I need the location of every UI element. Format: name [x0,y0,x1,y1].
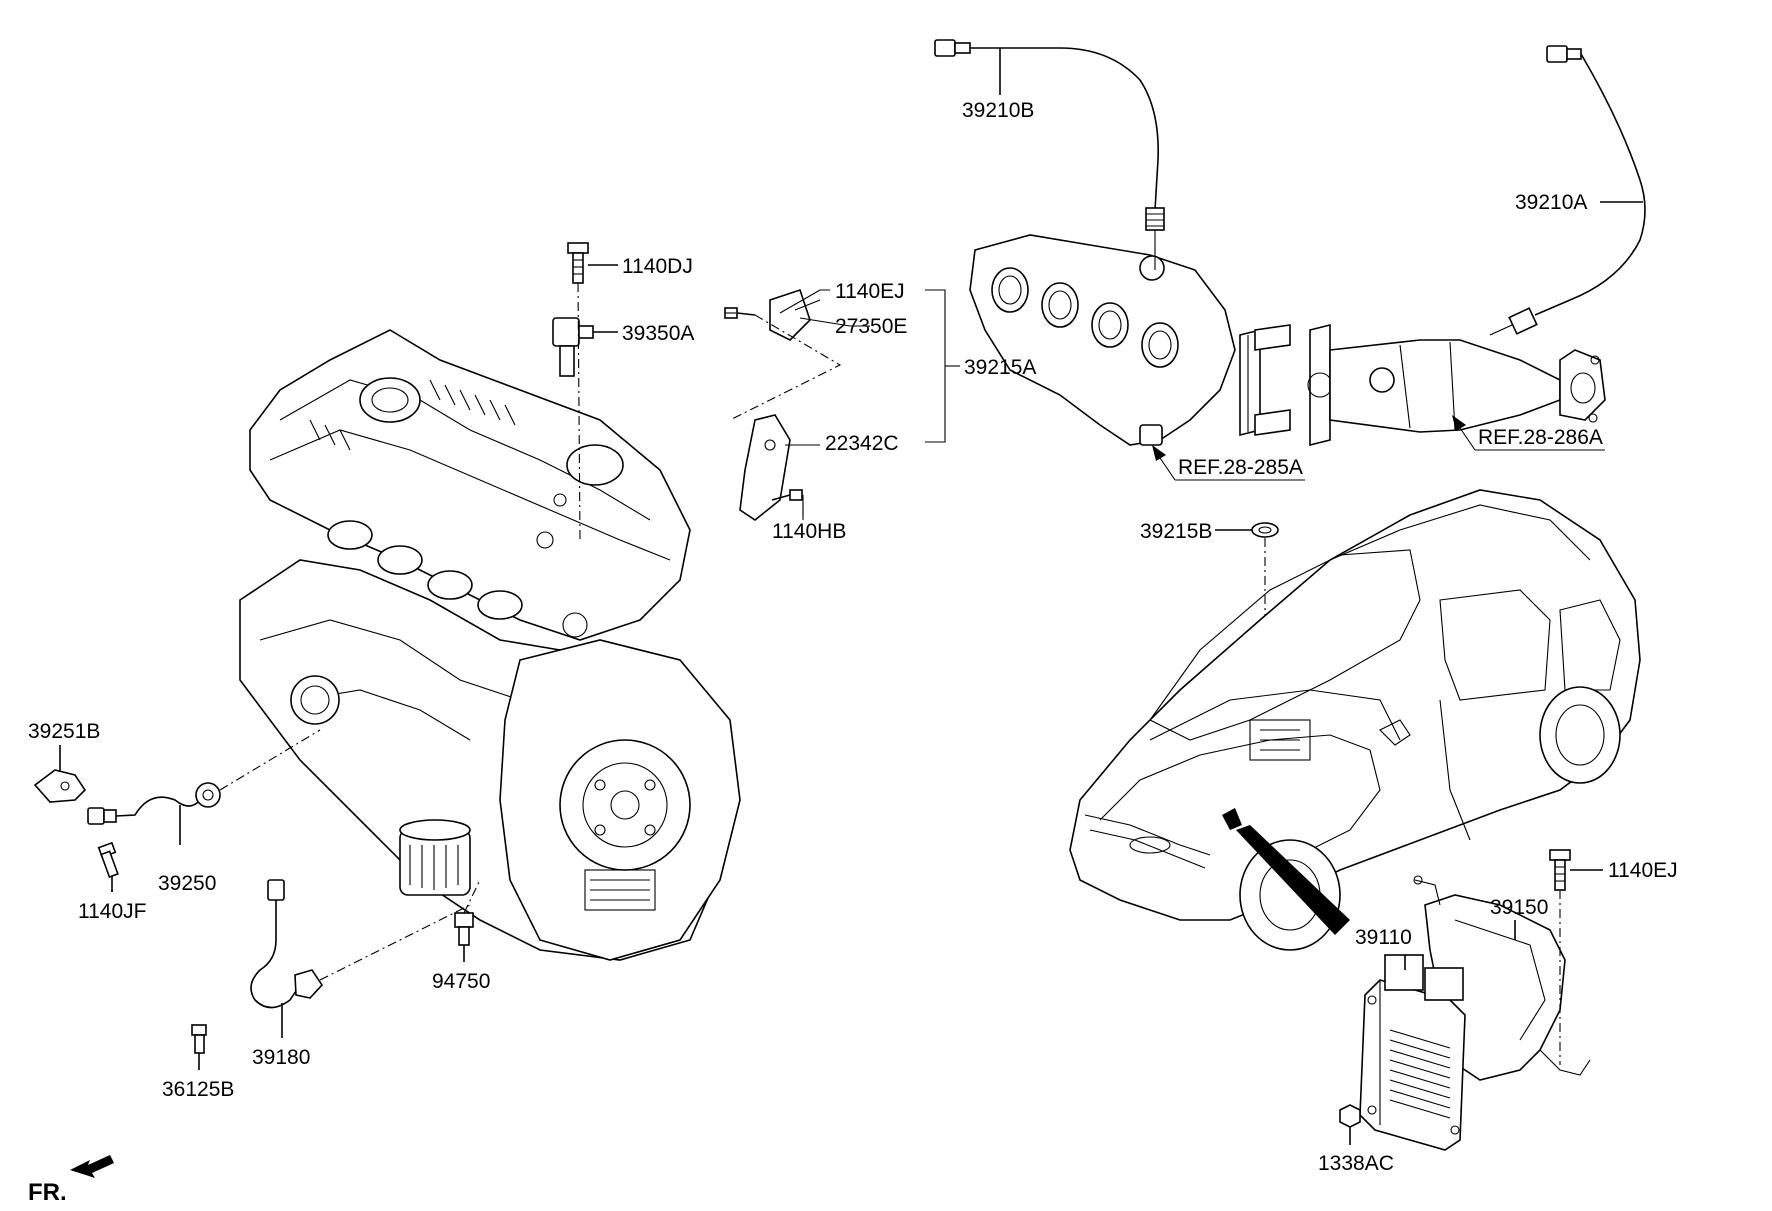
label-1140EJ-ecu: 1140EJ [1608,859,1678,882]
exhaust-manifold [969,234,1291,446]
catalytic-converter [1307,323,1606,447]
bracket-group [724,288,842,521]
cam-position-sensor-39350A [552,317,618,377]
label-front-direction: FR. [28,1179,67,1206]
label-27350E: 27350E [835,315,907,338]
leader-1140EJ-top-line [779,289,830,314]
label-1140DJ: 1140DJ [622,255,693,278]
label-39150: 39150 [1490,896,1548,919]
label-39210A: 39210A [1515,191,1587,214]
brace-39215A [925,289,946,443]
label-94750: 94750 [432,970,490,993]
label-39210B: 39210B [962,99,1034,122]
label-ref-286A: REF.28-286A [1478,426,1603,449]
leader-27350E [799,317,870,327]
bolt-1140JF [97,841,119,892]
crank-position-sensor-39180 [250,879,471,1038]
knock-sensor-39250 [87,729,321,845]
label-39250: 39250 [158,872,216,895]
ref-285A-arrow [1152,445,1305,481]
bolt-36125B [191,1024,207,1070]
label-1338AC: 1338AC [1318,1152,1394,1175]
ref-286A-arrow [1452,415,1605,451]
label-1140JF: 1140JF [78,900,147,923]
label-39251B: 39251B [28,720,100,743]
oxygen-sensor-39210A [1489,45,1646,336]
nut-1338AC [1339,1104,1361,1145]
label-22342C: 22342C [825,432,899,455]
bolt-1140EJ-ecu [1549,849,1603,1065]
label-39215B: 39215B [1140,520,1212,543]
label-1140HB: 1140HB [772,520,846,543]
vehicle-outline [1069,489,1641,951]
label-39110: 39110 [1355,926,1412,949]
bolt-1140DJ [567,242,618,284]
label-1140EJ-top: 1140EJ [835,280,905,303]
label-ref-285A: REF.28-285A [1178,456,1303,479]
leader-39350A-dash [577,282,581,541]
label-36125B: 36125B [162,1078,234,1101]
bracket-39251B [33,745,87,803]
label-39215A: 39215A [964,356,1036,379]
label-39350A: 39350A [622,322,694,345]
oxygen-sensor-39210B [934,39,1165,270]
front-direction-arrow [70,1155,114,1178]
oil-pressure-switch-94750 [454,879,481,962]
label-39180: 39180 [252,1046,310,1069]
engine-block [239,329,741,961]
ecu-39110 [1359,954,1466,1151]
